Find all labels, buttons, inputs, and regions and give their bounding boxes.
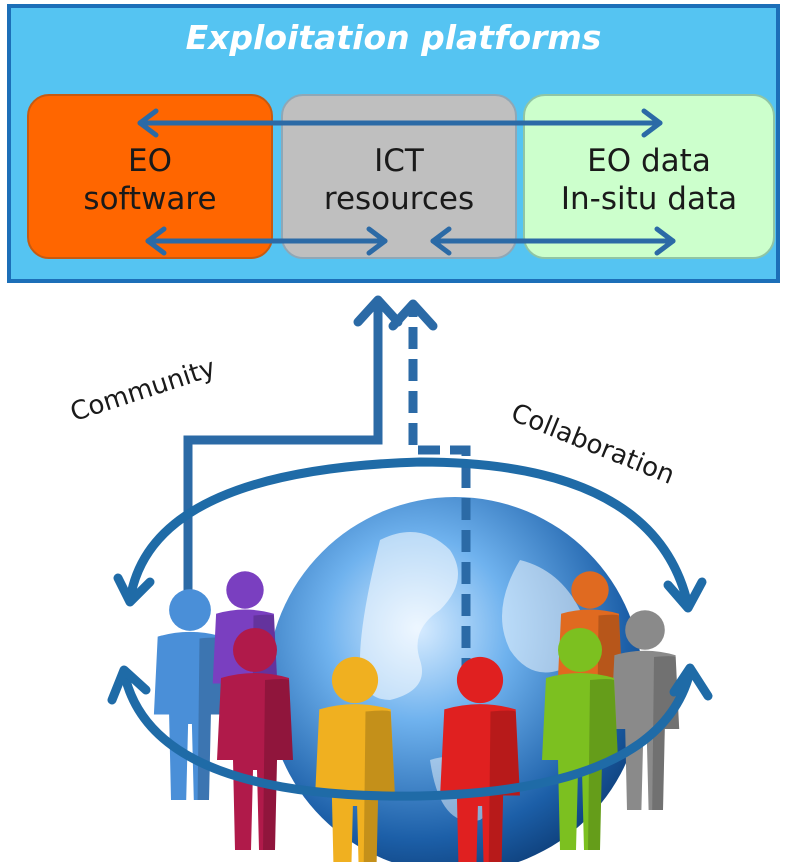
- collaboration-arrow: [388, 299, 471, 680]
- double-arrow-ict-data: [430, 226, 676, 256]
- exploitation-platforms-panel: Exploitation platforms EO software ICT r…: [7, 4, 780, 283]
- ict-resources-line2: resources: [323, 181, 475, 217]
- person-icon: [217, 628, 293, 850]
- platform-title: Exploitation platforms: [185, 18, 602, 57]
- eo-software-line2: software: [83, 181, 217, 217]
- ict-resources-line1: ICT: [374, 143, 424, 179]
- double-arrow-top: [137, 108, 663, 138]
- collaboration-cycle-top-arrow: [113, 457, 707, 613]
- eo-data-line1: EO data: [587, 143, 711, 179]
- eo-software-line1: EO: [128, 143, 172, 179]
- eo-data-line2: In-situ data: [560, 181, 738, 217]
- community-arrow: [183, 295, 403, 606]
- collaboration-cycle-bottom-arrow: [107, 663, 713, 801]
- double-arrow-software-ict: [145, 226, 388, 256]
- person-icon: [542, 628, 618, 850]
- person-icon: [315, 656, 395, 862]
